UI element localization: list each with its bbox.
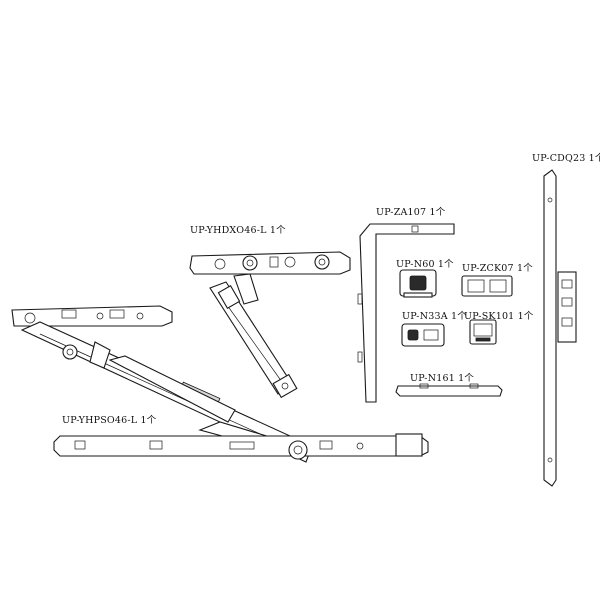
part-n161-drawing bbox=[395, 383, 503, 397]
part-sk101-drawing bbox=[469, 319, 497, 345]
label-n60: UP-N60 1个 bbox=[396, 259, 454, 270]
label-za107: UP-ZA107 1个 bbox=[376, 207, 446, 218]
label-yhdxo46-l: UP-YHDXO46-L 1个 bbox=[190, 225, 286, 236]
part-n33a-drawing bbox=[401, 323, 445, 347]
label-n33a: UP-N33A 1个 bbox=[402, 311, 467, 322]
part-zck07-drawing bbox=[461, 275, 513, 297]
label-yhpso46-l: UP-YHPSO46-L 1个 bbox=[62, 415, 157, 426]
label-n161: UP-N161 1个 bbox=[410, 373, 475, 384]
label-cdq23: UP-CDQ23 1个 bbox=[532, 153, 600, 164]
part-cdq23-drawing bbox=[543, 169, 577, 487]
label-sk101: UP-SK101 1个 bbox=[464, 311, 534, 322]
part-yhpso46-l-drawing: SOLID HINGE bbox=[11, 305, 429, 463]
label-zck07: UP-ZCK07 1个 bbox=[462, 263, 533, 274]
part-n60-drawing bbox=[399, 269, 437, 298]
part-yhdxo46-l-drawing bbox=[189, 251, 351, 399]
part-za107-drawing bbox=[357, 223, 455, 403]
